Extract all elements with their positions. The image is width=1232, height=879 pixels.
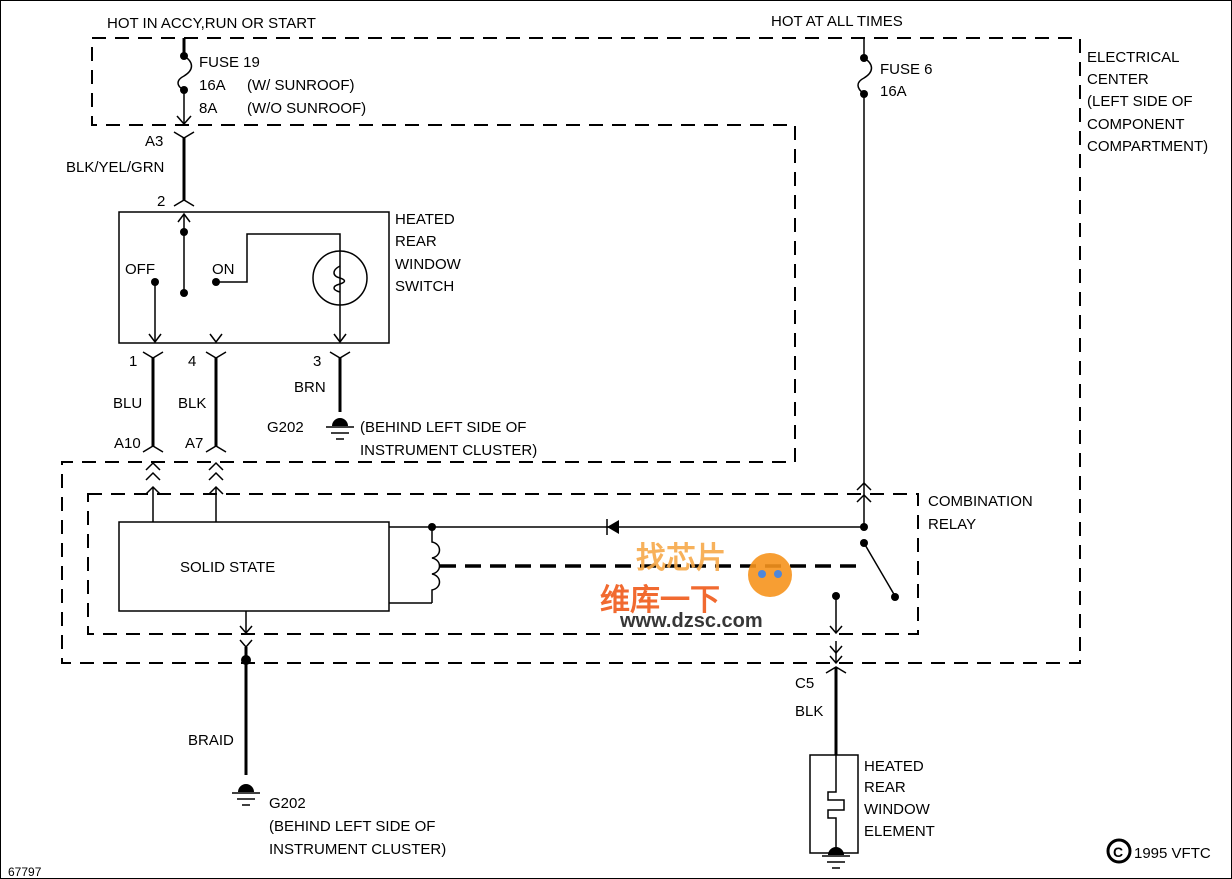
braid-ground-circuit — [232, 611, 260, 806]
switch-title-2: WINDOW — [395, 256, 462, 273]
watermark-url: www.dzsc.com — [619, 610, 763, 632]
ground-icon — [332, 418, 348, 426]
element-title-3: ELEMENT — [864, 823, 935, 840]
heater-element-icon — [827, 755, 845, 853]
connector-a3: A3 — [145, 133, 163, 150]
ground-bottom-loc1: (BEHIND LEFT SIDE OF — [269, 818, 435, 835]
ground-icon — [828, 847, 844, 855]
ec-label-4: COMPARTMENT) — [1087, 138, 1208, 155]
switch-off-label: OFF — [125, 261, 155, 278]
indicator-lamp-icon — [312, 250, 368, 306]
fuse-6-circuit — [856, 38, 873, 527]
wire-blk2: BLK — [795, 703, 823, 720]
always-power-label: HOT AT ALL TIMES — [771, 13, 903, 30]
ground-bottom-id: G202 — [269, 795, 306, 812]
watermark-logo: 找芯片 维库一下 www.dzsc.com — [600, 542, 792, 632]
fuse-19-circuit — [173, 38, 195, 207]
element-title-1: REAR — [864, 779, 906, 796]
fuse19-note2: (W/O SUNROOF) — [247, 100, 366, 117]
fuse19-note1: (W/ SUNROOF) — [247, 77, 354, 94]
ec-label-2: (LEFT SIDE OF — [1087, 93, 1193, 110]
heated-rear-window-switch — [118, 211, 390, 344]
wire-blu: BLU — [113, 395, 142, 412]
switch-title-3: SWITCH — [395, 278, 454, 295]
heated-rear-window-element — [809, 754, 859, 869]
connector-pin4: 4 — [188, 353, 196, 370]
figure-id: 67797 — [8, 865, 42, 879]
mascot-icon — [748, 553, 792, 597]
fuse6-rating: 16A — [880, 83, 907, 100]
switch-output-wires — [142, 351, 354, 522]
connector-c5: C5 — [795, 675, 814, 692]
switch-title-0: HEATED — [395, 211, 455, 228]
solid-state-label: SOLID STATE — [180, 559, 275, 576]
connector-a7: A7 — [185, 435, 203, 452]
ground-bottom-loc2: INSTRUMENT CLUSTER) — [269, 841, 446, 858]
ground-top-id: G202 — [267, 419, 304, 436]
fuse19-rating1: 16A — [199, 77, 226, 94]
switch-title-1: REAR — [395, 233, 437, 250]
wire-blk: BLK — [178, 395, 206, 412]
relay-title-1: RELAY — [928, 516, 976, 533]
connector-pin2: 2 — [157, 193, 165, 210]
ground-icon — [238, 784, 254, 792]
electrical-center-outline — [61, 37, 1081, 664]
copyright-icon — [1106, 838, 1132, 864]
combination-relay-outline — [87, 493, 919, 635]
copyright-text: 1995 VFTC — [1134, 845, 1211, 862]
connector-a10: A10 — [114, 435, 141, 452]
fuse6-name: FUSE 6 — [880, 61, 933, 78]
element-title-0: HEATED — [864, 758, 924, 775]
fuse19-rating2: 8A — [199, 100, 217, 117]
wire-braid: BRAID — [188, 732, 234, 749]
ec-label-1: CENTER — [1087, 71, 1149, 88]
ec-label-3: COMPONENT — [1087, 116, 1185, 133]
fuse19-name: FUSE 19 — [199, 54, 260, 71]
solid-state-module — [118, 521, 390, 612]
relay-title-0: COMBINATION — [928, 493, 1033, 510]
connector-pin1: 1 — [129, 353, 137, 370]
copyright-symbol: C — [1113, 844, 1123, 860]
accy-power-label: HOT IN ACCY,RUN OR START — [107, 15, 316, 32]
wire-brn: BRN — [294, 379, 326, 396]
switch-on-label: ON — [212, 261, 235, 278]
ground-top-loc1: (BEHIND LEFT SIDE OF — [360, 419, 526, 436]
diode-icon — [607, 520, 619, 534]
ground-top-loc2: INSTRUMENT CLUSTER) — [360, 442, 537, 459]
watermark-line1: 找芯片 — [636, 542, 726, 575]
relay-coil-icon — [431, 527, 441, 603]
element-title-2: WINDOW — [864, 801, 931, 818]
wire-feed-color: BLK/YEL/GRN — [66, 159, 164, 176]
ec-label-0: ELECTRICAL — [1087, 49, 1180, 66]
watermark-line2: 维库一下 — [600, 584, 720, 617]
combination-relay — [118, 519, 899, 755]
connector-pin3: 3 — [313, 353, 321, 370]
